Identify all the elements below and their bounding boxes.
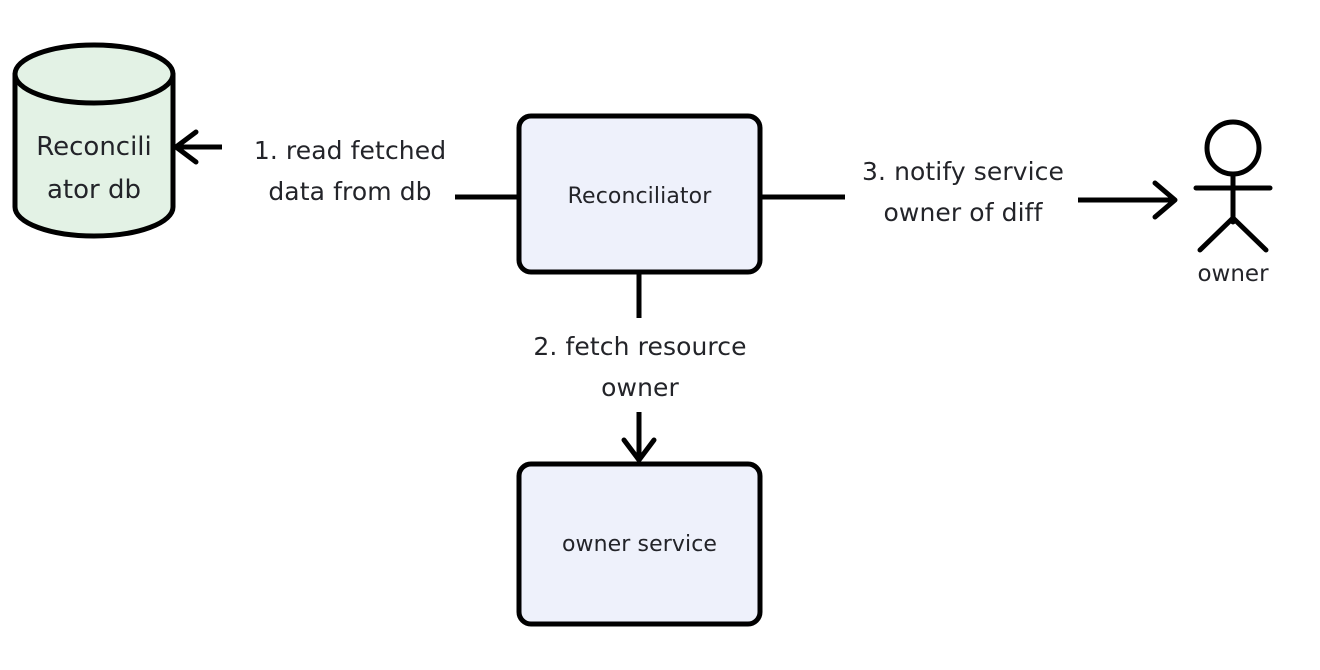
actor-right-leg-line — [1230, 215, 1269, 253]
node-reconciliator[interactable] — [516, 113, 763, 275]
edge-2-arrowhead-icon — [621, 437, 657, 463]
actor-head-icon — [1204, 119, 1262, 177]
node-reconciliator-db[interactable] — [12, 42, 176, 239]
cylinder-body — [12, 71, 176, 239]
actor-left-leg-line — [1197, 215, 1236, 253]
node-label-owner-actor: owner — [1197, 261, 1269, 287]
edge-1-arrowhead-icon — [173, 129, 199, 165]
edge-3-arrowhead-icon — [1152, 180, 1178, 220]
owner-service-box — [516, 461, 763, 627]
reconciliator-box — [516, 113, 763, 275]
node-owner-service[interactable] — [516, 461, 763, 627]
edge-1-read-fetched-data[interactable] — [173, 129, 519, 200]
node-owner-actor[interactable] — [1193, 119, 1273, 253]
edge-2-fetch-resource-owner[interactable] — [621, 272, 657, 463]
edge-3-notify-service-owner[interactable] — [760, 180, 1178, 220]
cylinder-top — [12, 42, 176, 106]
node-label-reconciliator-db: Reconcili ator db — [36, 132, 152, 205]
